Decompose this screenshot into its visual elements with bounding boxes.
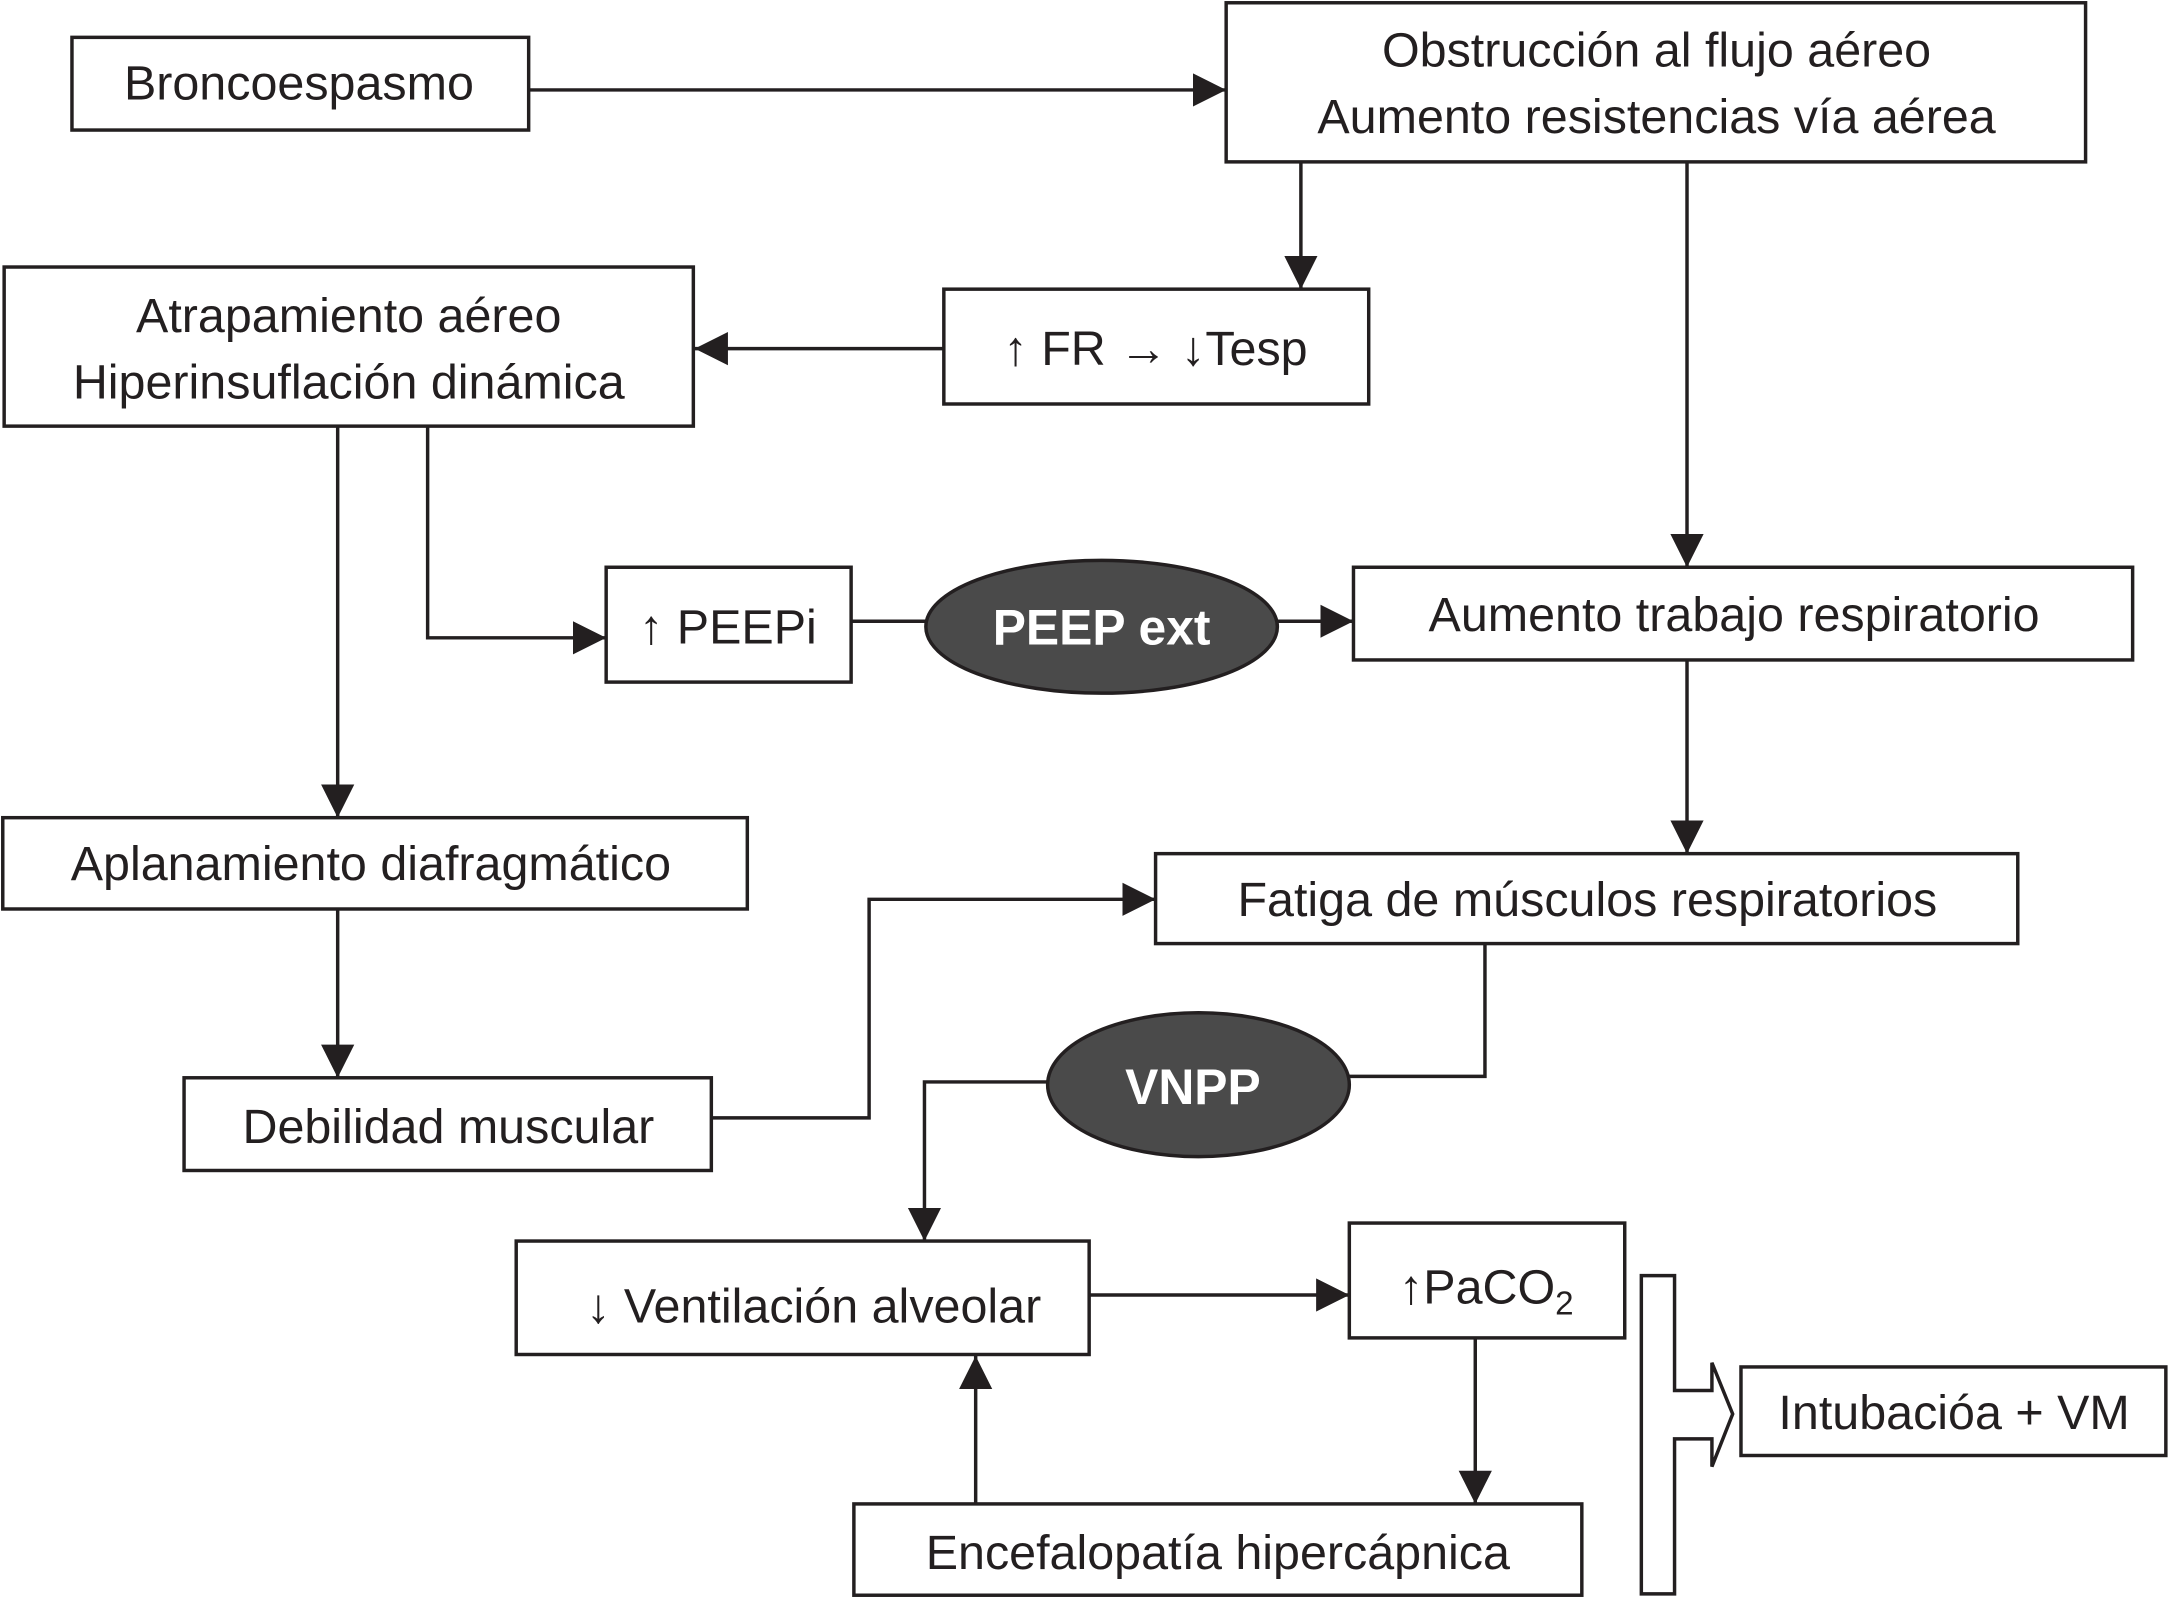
arrow-vnpp-to-ventilacion xyxy=(907,1080,1050,1242)
node-label: ↑ PEEPi xyxy=(639,600,817,654)
node-debilidad: Debilidad muscular xyxy=(182,1076,714,1173)
node-label: ↑ FR → ↓Tesp xyxy=(1004,322,1308,376)
node-intubacion: Intubacióa + VM xyxy=(1739,1365,2168,1458)
paco2-text: ↑PaCO xyxy=(1399,1260,1555,1314)
connectors xyxy=(321,73,1735,1596)
node-label: Hiperinsuflación dinámica xyxy=(73,355,625,409)
line-fatiga-to-vnpp xyxy=(1347,943,1487,1079)
paco2-subscript: 2 xyxy=(1555,1285,1573,1322)
node-trabajo: Aumento trabajo respiratorio xyxy=(1351,565,2135,662)
node-peepi: ↑ PEEPi xyxy=(604,565,853,684)
node-label: VNPP xyxy=(1125,1059,1261,1115)
node-encefalopatia: Encefalopatía hipercápnica xyxy=(852,1502,1584,1597)
node-fr-tesp: ↑ FR → ↓Tesp xyxy=(942,287,1371,406)
node-obstruccion: Obstrucción al flujo aéreo Aumento resis… xyxy=(1224,1,2088,164)
node-label: Broncoespasmo xyxy=(124,57,474,111)
node-label: Obstrucción al flujo aéreo xyxy=(1382,23,1931,77)
node-label: PEEP ext xyxy=(993,600,1211,656)
node-label: ↑PaCO2 xyxy=(1399,1260,1574,1322)
node-label: Aumento trabajo respiratorio xyxy=(1429,588,2040,642)
node-label: Debilidad muscular xyxy=(242,1100,654,1154)
node-atrapamiento: Atrapamiento aéreo Hiperinsuflación diná… xyxy=(2,265,696,428)
node-label: Fatiga de músculos respiratorios xyxy=(1237,873,1937,927)
node-peep-ext: PEEP ext xyxy=(924,558,1280,695)
node-vnpp: VNPP xyxy=(1045,1011,1352,1159)
node-aplanamiento: Aplanamiento diafragmático xyxy=(1,815,750,911)
node-paco2: ↑PaCO2 xyxy=(1347,1221,1627,1340)
arrow-debilidad-to-fatiga xyxy=(711,882,1156,1120)
node-fatiga: Fatiga de músculos respiratorios xyxy=(1153,851,2020,946)
node-label: Atrapamiento aéreo xyxy=(136,289,561,343)
node-label: Aumento resistencias vía aérea xyxy=(1317,90,1995,144)
node-label: Intubacióa + VM xyxy=(1778,1386,2129,1440)
node-label: ↓ Ventilación alveolar xyxy=(586,1280,1041,1334)
bracket-arrow-to-intubacion xyxy=(1639,1273,1735,1596)
node-ventilacion: ↓ Ventilación alveolar xyxy=(514,1239,1091,1357)
node-broncoespasmo: Broncoespasmo xyxy=(70,35,531,132)
arrow-atrapamiento-to-peepi xyxy=(425,426,607,655)
node-label: Aplanamiento diafragmático xyxy=(71,837,671,891)
node-label: Encefalopatía hipercápnica xyxy=(926,1526,1510,1580)
